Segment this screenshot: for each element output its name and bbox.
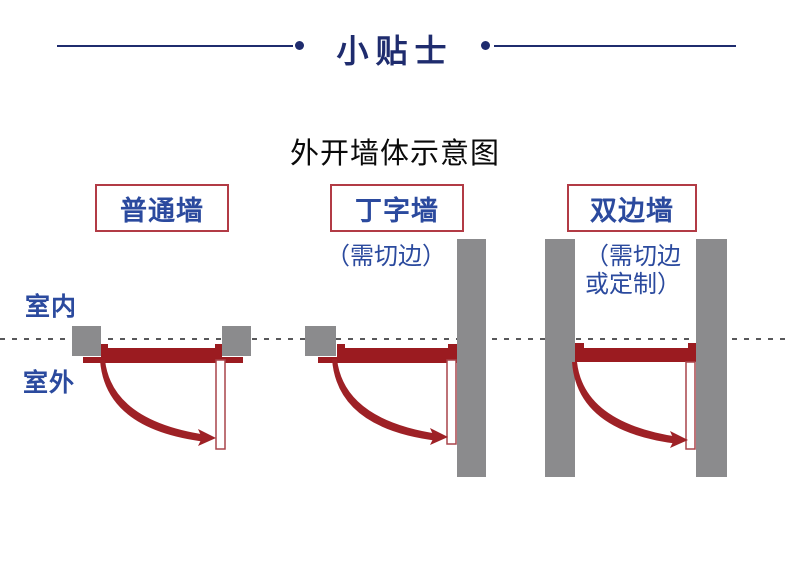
note-t-shaped: （需切边） — [326, 243, 446, 270]
header-rule-left — [57, 45, 293, 47]
wall-type-label-ordinary: 普通墙 — [120, 195, 204, 226]
wall-type-box-double-sided: 双边墙 — [567, 184, 697, 232]
double-wall-column-left — [545, 239, 575, 477]
diagram-title: 外开墙体示意图 — [289, 138, 500, 170]
ordinary-swing-arrow — [100, 360, 216, 446]
double-wall-window-frame — [575, 343, 696, 362]
double-wall-column-right — [696, 239, 727, 477]
page-title: 小贴士 — [336, 33, 454, 69]
wall-type-label-t-shaped: 丁字墙 — [355, 195, 439, 226]
header-dot-right — [481, 41, 490, 50]
note-double-sided-line1: （需切边 — [585, 243, 681, 270]
ordinary-wall-block-right — [222, 326, 251, 356]
wall-type-label-double-sided: 双边墙 — [590, 195, 674, 226]
ordinary-wall-block-left — [72, 326, 101, 356]
outdoor-label: 室外 — [23, 369, 76, 397]
ordinary-window-frame — [83, 344, 243, 363]
note-double-sided-line2: 或定制） — [585, 271, 681, 298]
double-wall-swing-arrow — [572, 362, 688, 448]
t-wall-door-panel — [446, 359, 457, 445]
indoor-label: 室内 — [25, 293, 78, 321]
header-rule-right — [494, 45, 736, 47]
note-double-sided: （需切边 或定制） — [563, 243, 703, 299]
t-wall-block-left — [305, 326, 336, 356]
t-wall-window-frame — [318, 344, 457, 363]
double-wall-door-panel — [685, 361, 696, 450]
t-wall-column-right — [457, 239, 486, 477]
wall-type-box-ordinary: 普通墙 — [95, 184, 229, 232]
header-dot-left — [295, 41, 304, 50]
wall-type-box-t-shaped: 丁字墙 — [330, 184, 464, 232]
t-wall-swing-arrow — [332, 359, 448, 445]
ordinary-door-panel — [215, 359, 226, 450]
